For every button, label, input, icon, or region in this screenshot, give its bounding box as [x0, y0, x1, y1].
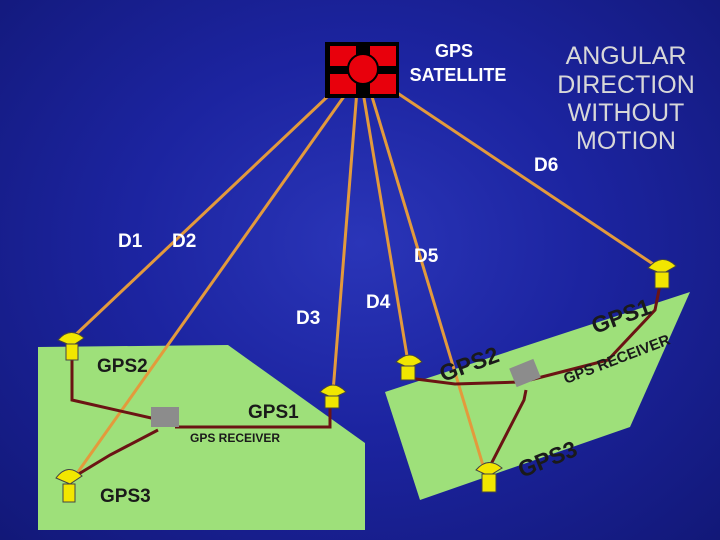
signal-line-d3 [331, 89, 359, 393]
left-gps1-label: GPS1 [248, 402, 299, 423]
label-d4: D4 [366, 292, 391, 313]
signal-line-d6 [374, 76, 663, 272]
right-cables [407, 284, 662, 471]
signal-line-d2 [66, 87, 352, 487]
label-d3: D3 [296, 308, 320, 329]
label-d6: D6 [534, 155, 558, 176]
title-line3: WITHOUT [568, 99, 685, 127]
left-platform [38, 345, 365, 530]
left-gps-receiver-box [151, 407, 179, 427]
antenna-right-gps3 [475, 462, 503, 493]
signal-line-d4 [361, 91, 410, 363]
left-gps-receiver-label: GPS RECEIVER [190, 431, 280, 445]
antenna-right-gps1 [647, 259, 677, 289]
antenna-left-gps1 [319, 384, 347, 409]
label-d5: D5 [414, 246, 439, 267]
title-line1: ANGULAR [566, 42, 687, 70]
antenna-left-gps2 [57, 332, 85, 361]
left-cables [70, 358, 332, 480]
title-line2: DIRECTION [557, 71, 695, 99]
right-gps-receiver-box [509, 358, 541, 388]
title: ANGULAR DIRECTION WITHOUT MOTION [557, 42, 695, 155]
label-d2: D2 [172, 231, 196, 252]
satellite-label-line2: SATELLITE [410, 65, 507, 85]
signal-lines [66, 76, 663, 487]
antenna-left-gps3 [55, 469, 83, 503]
left-gps2-label: GPS2 [97, 356, 148, 377]
satellite-label-line1: GPS [435, 41, 473, 61]
right-platform [385, 292, 690, 500]
title-line4: MOTION [576, 127, 676, 155]
label-d1: D1 [118, 231, 143, 252]
signal-line-d1 [68, 80, 345, 342]
satellite-icon [325, 42, 399, 98]
antenna-right-gps2 [395, 354, 423, 381]
left-gps3-label: GPS3 [100, 486, 151, 507]
signal-line-d5 [368, 89, 490, 483]
